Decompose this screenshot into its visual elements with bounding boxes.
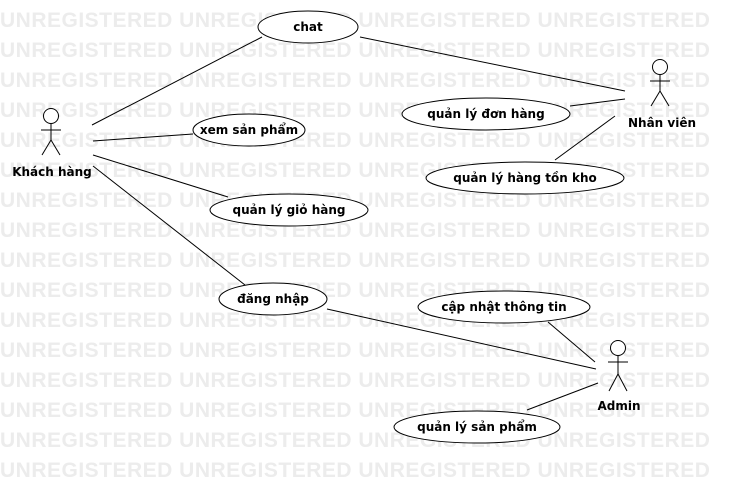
use-case-label-dang-nhap: đăng nhập bbox=[237, 292, 309, 306]
use-case-label-quan-ly-hang-ton-kho: quản lý hàng tồn kho bbox=[453, 171, 596, 185]
use-case-quan-ly-hang-ton-kho: quản lý hàng tồn kho bbox=[425, 161, 625, 195]
watermark-row: UNREGISTERED UNREGISTERED UNREGISTERED U… bbox=[0, 189, 710, 212]
use-case-label-quan-ly-gio-hang: quản lý giỏ hàng bbox=[233, 203, 346, 217]
watermark-row: UNREGISTERED UNREGISTERED UNREGISTERED U… bbox=[0, 369, 710, 392]
watermark-row: UNREGISTERED UNREGISTERED UNREGISTERED U… bbox=[0, 9, 710, 32]
actor-admin: Admin bbox=[597, 340, 641, 413]
use-case-xem-san-pham: xem sản phẩm bbox=[192, 113, 306, 147]
use-case-label-xem-san-pham: xem sản phẩm bbox=[200, 122, 298, 137]
assoc-donhang-nhanvien bbox=[569, 98, 626, 107]
actor-nhan-vien: Nhân viên bbox=[628, 59, 696, 130]
watermark-row: UNREGISTERED UNREGISTERED UNREGISTERED U… bbox=[0, 219, 710, 242]
assoc-sanpham-admin bbox=[526, 382, 599, 411]
assoc-khachhang-dangnhap bbox=[92, 165, 246, 286]
assoc-tonkho-nhanvien bbox=[554, 115, 616, 161]
actor-label-admin: Admin bbox=[597, 399, 640, 413]
actor-khach-hang: Khách hàng bbox=[12, 108, 92, 179]
assoc-khachhang-xemsanpham bbox=[92, 133, 194, 142]
use-case-label-quan-ly-don-hang: quản lý đơn hàng bbox=[427, 107, 544, 121]
assoc-capnhat-admin bbox=[547, 321, 596, 363]
assoc-dangnhap-admin bbox=[326, 308, 597, 370]
use-case-dang-nhap: đăng nhập bbox=[218, 282, 328, 316]
watermark-row: UNREGISTERED UNREGISTERED UNREGISTERED U… bbox=[0, 339, 710, 362]
use-case-label-cap-nhat-thong-tin: cập nhật thông tin bbox=[441, 300, 566, 314]
assoc-khachhang-quanlygiohang bbox=[92, 154, 229, 198]
use-case-label-quan-ly-san-pham: quản lý sản phẩm bbox=[417, 419, 537, 434]
assoc-khachhang-chat bbox=[91, 36, 263, 126]
watermark-row: UNREGISTERED UNREGISTERED UNREGISTERED U… bbox=[0, 69, 710, 92]
watermark-row: UNREGISTERED UNREGISTERED UNREGISTERED U… bbox=[0, 39, 710, 62]
use-case-quan-ly-gio-hang: quản lý giỏ hàng bbox=[209, 193, 369, 227]
watermark-row: UNREGISTERED UNREGISTERED UNREGISTERED U… bbox=[0, 459, 710, 482]
actor-label-khach-hang: Khách hàng bbox=[12, 165, 92, 179]
assoc-chat-nhanvien bbox=[359, 36, 626, 92]
actor-head bbox=[610, 340, 626, 356]
use-case-quan-ly-don-hang: quản lý đơn hàng bbox=[401, 97, 571, 131]
watermark-row: UNREGISTERED UNREGISTERED UNREGISTERED U… bbox=[0, 249, 710, 272]
use-case-cap-nhat-thong-tin: cập nhật thông tin bbox=[417, 290, 591, 324]
use-case-chat: chat bbox=[257, 10, 359, 44]
actor-head bbox=[652, 59, 668, 75]
actor-head bbox=[43, 108, 59, 124]
use-case-label-chat: chat bbox=[293, 20, 323, 34]
use-case-quan-ly-san-pham: quản lý sản phẩm bbox=[393, 410, 561, 444]
actor-label-nhan-vien: Nhân viên bbox=[628, 116, 696, 130]
